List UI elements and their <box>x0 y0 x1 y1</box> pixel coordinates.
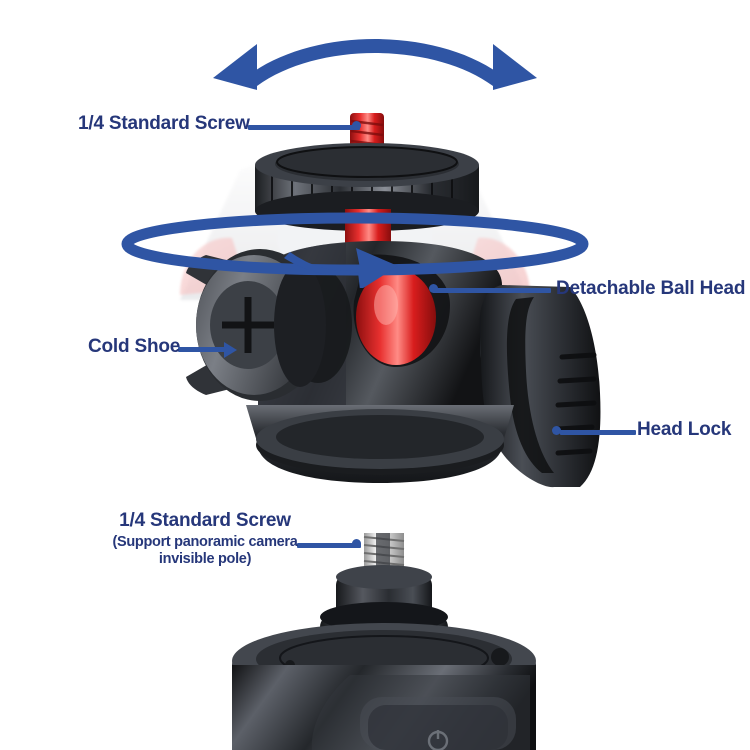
leader-line-quarter-screw-top <box>248 125 360 130</box>
base-plate-graphic <box>246 405 514 483</box>
tripod-body-assembly <box>232 533 536 750</box>
label-head-lock: Head Lock <box>637 419 732 440</box>
leader-arrow-cold-shoe <box>224 342 237 358</box>
head-lock-lever-graphic <box>479 285 601 488</box>
leader-dot-quarter-screw-bottom <box>352 539 361 548</box>
label-quarter-screw-top: 1/4 Standard Screw <box>78 113 250 134</box>
leader-dot-quarter-screw-top <box>352 121 361 130</box>
label-quarter-screw-bottom-line2: (Support panoramic camera <box>112 534 298 551</box>
power-icon <box>427 730 449 750</box>
knurled-disc-graphic <box>255 143 479 231</box>
label-quarter-screw-bottom: 1/4 Standard Screw (Support panoramic ca… <box>105 510 305 567</box>
label-quarter-screw-bottom-line3: invisible pole) <box>158 550 252 567</box>
ball-head-assembly <box>186 113 601 488</box>
label-quarter-screw-bottom-line1: 1/4 Standard Screw <box>119 510 291 531</box>
tripod-body-graphic <box>232 665 536 750</box>
leader-line-detachable-ball-head <box>433 288 551 293</box>
leader-dot-head-lock <box>552 426 561 435</box>
label-cold-shoe: Cold Shoe <box>88 336 181 357</box>
leader-line-quarter-screw-bottom <box>297 543 361 548</box>
leader-dot-detachable-ball-head <box>429 284 438 293</box>
label-detachable-ball-head: Detachable Ball Head <box>556 278 746 299</box>
leader-line-head-lock <box>560 430 636 435</box>
tilt-arc-arrow <box>213 39 537 90</box>
pan-rotation-ellipse <box>121 212 589 288</box>
leader-line-cold-shoe <box>178 347 226 352</box>
